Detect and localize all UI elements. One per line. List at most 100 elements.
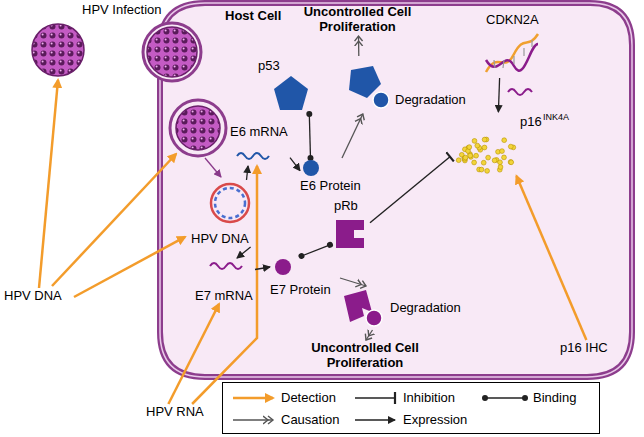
shape — [494, 40, 532, 68]
shape — [481, 160, 486, 165]
shape — [474, 153, 479, 158]
det-connector — [192, 166, 257, 404]
cau-connector — [342, 114, 363, 158]
shape — [498, 160, 503, 165]
node-label: Degradation — [395, 92, 466, 107]
node-box: HPV DNA — [4, 288, 74, 306]
host-cell: Host CellUncontrolled Cell Proliferation… — [157, 0, 635, 380]
shape — [509, 160, 514, 165]
shape — [502, 138, 507, 143]
bind-connector — [309, 114, 310, 158]
shape — [336, 220, 364, 248]
node-label: HPV RNA — [146, 404, 204, 419]
node-box: Uncontrolled Cell Proliferation — [295, 4, 422, 36]
node-box: p53 — [258, 58, 312, 114]
node-label: HPV DNA — [191, 231, 249, 246]
helix-icon — [482, 30, 542, 76]
shape — [486, 34, 538, 72]
shape — [486, 155, 491, 160]
pent-icon — [272, 74, 310, 112]
exp-connector — [498, 78, 499, 112]
exp-connector — [247, 166, 249, 180]
node-box: pRb — [330, 198, 370, 253]
node-label: Host Cell — [225, 8, 281, 23]
node-label: E6 mRNA — [230, 124, 288, 139]
node-box: E6 Protein — [300, 158, 370, 194]
node-box: E7 mRNA — [195, 258, 255, 304]
legend-label: Causation — [281, 412, 340, 427]
shape — [274, 76, 308, 110]
cau-connector — [358, 36, 360, 56]
uncoating-arrow — [205, 158, 221, 177]
circB-icon — [302, 159, 320, 177]
node-box: HPV DNA — [185, 180, 267, 247]
node-box: Degradation — [343, 56, 475, 114]
cau-connector — [340, 278, 366, 286]
legend-box: Detection Inhibition BindingCausation Expre… — [222, 382, 600, 434]
legend-sample — [355, 419, 395, 420]
det-connector — [39, 80, 58, 288]
shape — [508, 160, 513, 165]
inh-connector — [370, 157, 450, 223]
legend-label: Expression — [403, 412, 467, 427]
detection-arrow — [52, 154, 176, 286]
shape — [502, 155, 507, 160]
shape — [32, 24, 84, 76]
shape — [275, 259, 291, 275]
det-connector — [74, 237, 185, 297]
cdkn2a-mrna — [508, 89, 532, 95]
degB-icon — [340, 286, 386, 330]
shape — [485, 169, 490, 174]
shape — [475, 143, 480, 148]
det-connector — [168, 304, 219, 404]
exp-connector — [290, 158, 300, 171]
shape — [215, 188, 245, 218]
legend-sample — [233, 419, 273, 420]
shape — [472, 139, 477, 144]
shape — [472, 160, 477, 165]
shape — [373, 92, 389, 108]
node-box: E6 mRNA — [230, 124, 290, 166]
legend-sample — [355, 397, 395, 398]
shape — [160, 3, 632, 377]
ring-icon — [207, 180, 253, 226]
node-label: Uncontrolled Cell Proliferation — [295, 4, 420, 34]
node-box: E7 Protein — [270, 256, 340, 300]
node-label: E7 mRNA — [195, 288, 253, 303]
shape — [498, 165, 503, 170]
node-label: CDKN2A — [486, 12, 539, 27]
shape — [456, 158, 461, 163]
legend-label: Detection — [281, 390, 336, 405]
exp-connector — [255, 267, 270, 270]
degA-icon — [343, 62, 393, 112]
waveP-icon — [209, 260, 245, 272]
legend-label: Inhibition — [403, 390, 455, 405]
node-label: p16 — [520, 114, 542, 129]
shape — [492, 158, 497, 163]
shape — [160, 3, 632, 377]
node-box: Degradation — [340, 286, 470, 330]
virus-particle — [147, 27, 197, 77]
shape — [508, 144, 513, 149]
node-label: Degradation — [390, 300, 461, 315]
node-box: HPV Infection — [30, 2, 170, 80]
node-box: p16INK4A — [450, 112, 571, 176]
node-label: E7 Protein — [270, 282, 331, 297]
virus-icon — [30, 22, 86, 78]
node-box: Uncontrolled Cell Proliferation — [305, 340, 427, 372]
shape — [366, 310, 382, 326]
shape — [482, 137, 487, 142]
node-label: Uncontrolled Cell Proliferation — [305, 340, 425, 370]
bind-connector — [302, 245, 331, 256]
node-label: HPV DNA — [4, 288, 62, 303]
legend-label: Binding — [533, 390, 576, 405]
legend-sample — [233, 397, 273, 400]
node-box: HPV RNA — [146, 404, 210, 422]
vesicle — [170, 100, 226, 156]
node-label: pRb — [334, 198, 358, 213]
exp-connector — [237, 247, 251, 258]
node-label: HPV Infection — [82, 2, 162, 17]
shape — [237, 153, 269, 159]
